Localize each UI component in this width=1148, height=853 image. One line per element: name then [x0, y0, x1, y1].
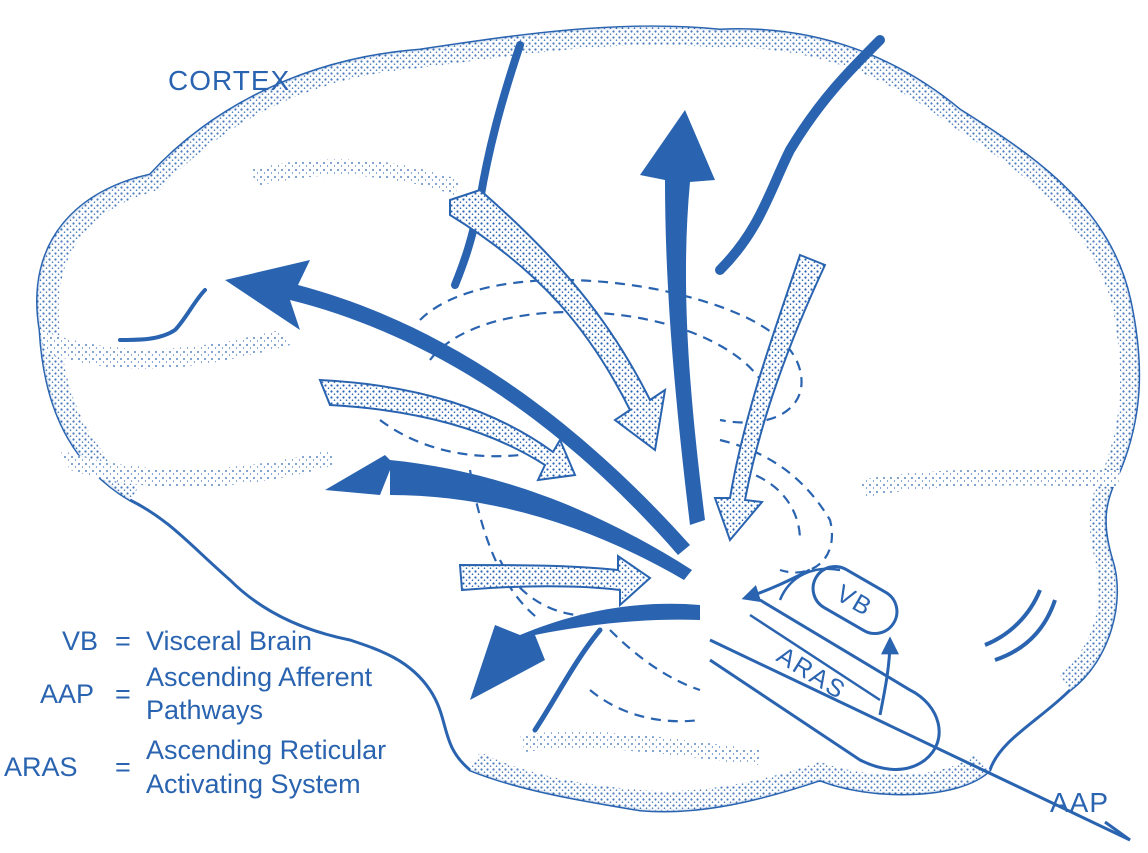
legend-abbr-vb: VB [62, 626, 98, 656]
legend: VB = Visceral Brain AAP = Ascending Affe… [4, 626, 386, 799]
legend-abbr-aras: ARAS [4, 752, 78, 782]
legend-abbr-aap: AAP [40, 679, 94, 709]
cortex-label: CORTEX [168, 65, 290, 96]
legend-item-vb: VB = Visceral Brain [62, 626, 312, 656]
legend-eq-vb: = [115, 626, 131, 656]
legend-desc-aap-1: Ascending Afferent [146, 662, 373, 692]
legend-desc-aras-1: Ascending Reticular [146, 735, 386, 765]
legend-eq-aras: = [115, 752, 131, 782]
legend-desc-aap-2: Pathways [146, 695, 263, 725]
legend-eq-aap: = [115, 679, 131, 709]
aap-label: AAP [1050, 787, 1109, 818]
legend-desc-aras-2: Activating System [146, 769, 361, 799]
legend-desc-vb: Visceral Brain [146, 626, 312, 656]
legend-item-aap: AAP = Ascending Afferent Pathways [40, 662, 373, 725]
legend-item-aras: ARAS = Ascending Reticular Activating Sy… [4, 735, 386, 799]
